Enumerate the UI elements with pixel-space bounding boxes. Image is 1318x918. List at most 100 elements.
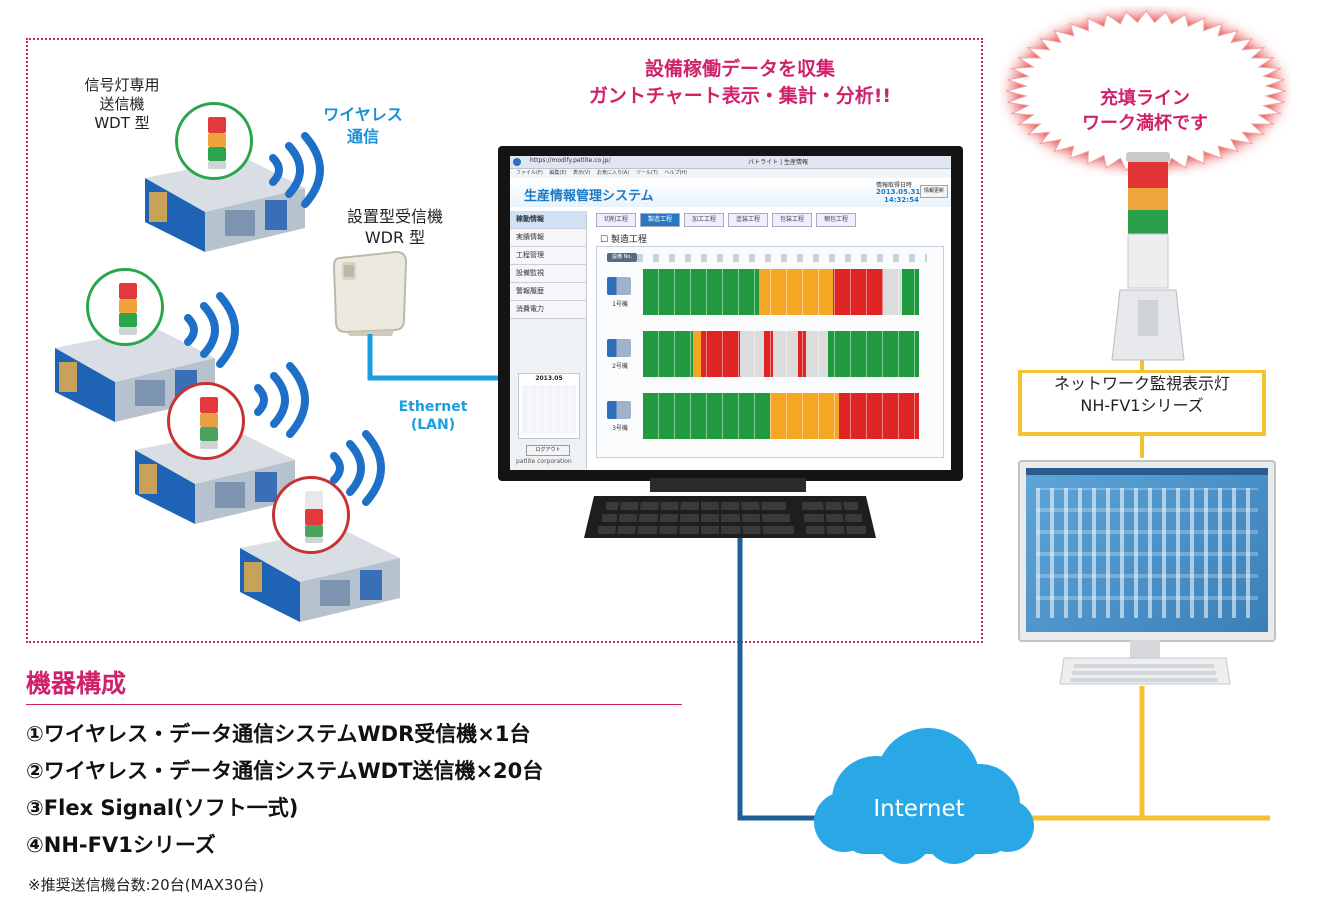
sidebar-item-power[interactable]: 消費電力 xyxy=(510,301,586,319)
transmitter-label-line1: 信号灯専用 xyxy=(84,76,160,94)
checkbox-icon[interactable]: ☐ xyxy=(600,235,609,245)
sidebar-item-monitoring[interactable]: 設備監視 xyxy=(510,265,586,283)
axis-label: 設備 No. xyxy=(607,253,637,262)
top-caption-line1: 設備稼働データを収集 xyxy=(644,58,835,80)
browser-address-bar[interactable]: https://modify.patlite.co.jp/ パトライト | 生産… xyxy=(510,156,951,169)
wireless-wave-icon xyxy=(269,132,324,208)
gantt-gridlines xyxy=(643,331,919,377)
app-window: https://modify.patlite.co.jp/ パトライト | 生産… xyxy=(510,156,951,470)
tower-circle-1 xyxy=(175,102,253,180)
sidebar-item-process[interactable]: 工程管理 xyxy=(510,247,586,265)
machine-name: 3号機 xyxy=(612,425,628,432)
receiver-label-line1: 設置型受信機 xyxy=(346,207,443,226)
gantt-segment-gray xyxy=(739,331,765,377)
tab-cutting[interactable]: 切削工程 xyxy=(596,213,636,227)
browser-url[interactable]: https://modify.patlite.co.jp/ xyxy=(530,157,611,164)
gantt-time-ticks xyxy=(637,254,927,262)
equipment-item-3: ③Flex Signal(ソフト一式) xyxy=(26,796,299,820)
monitor-2 xyxy=(1018,460,1276,642)
gantt-segment-green xyxy=(643,393,770,439)
nh-label: ネットワーク監視表示灯 NH-FV1シリーズ xyxy=(1022,373,1262,417)
nh-fv1-tower xyxy=(1111,152,1185,361)
receiver-label: 設置型受信機 WDR 型 xyxy=(330,206,460,248)
calendar-month: 2013.05 xyxy=(535,375,563,382)
gantt-segment-red xyxy=(764,331,773,377)
monitor-2-titlebar xyxy=(1026,468,1268,475)
transmitter-label-line2: 送信機 xyxy=(99,95,145,113)
tab-processing[interactable]: 加工工程 xyxy=(684,213,724,227)
wireless-label: ワイヤレス 通信 xyxy=(308,104,418,148)
equipment-divider xyxy=(26,704,682,705)
calendar[interactable]: 2013.05 xyxy=(518,373,580,439)
menu-tools[interactable]: ツール(T) xyxy=(635,170,658,176)
equipment-item-1: ①ワイヤレス・データ通信システムWDR受信機×1台 xyxy=(26,722,531,746)
gantt-bar[interactable] xyxy=(643,269,919,315)
tower-circle-2 xyxy=(86,268,164,346)
machine-icon xyxy=(607,401,631,419)
tab-manufacturing[interactable]: 製造工程 xyxy=(640,213,680,227)
gantt-segment-green xyxy=(643,331,693,377)
ethernet-label: Ethernet (LAN) xyxy=(388,398,478,434)
gantt-segment-red xyxy=(797,331,806,377)
sidebar-item-operation[interactable]: 稼動情報 xyxy=(510,211,586,229)
tab-painting[interactable]: 塗装工程 xyxy=(728,213,768,227)
menu-file[interactable]: ファイル(F) xyxy=(516,170,543,176)
ethernet-line xyxy=(367,334,500,381)
sidebar: 稼動情報 実績情報 工程管理 設備監視 警報履歴 消費電力 2013.05 ログ… xyxy=(510,211,587,470)
gantt-segment-red xyxy=(700,331,740,377)
browser-tab[interactable]: パトライト | 生産情報 xyxy=(748,159,809,166)
app-title: 生産情報管理システム xyxy=(524,189,654,204)
gantt-bar[interactable] xyxy=(643,331,919,377)
top-caption: 設備稼働データを収集 ガントチャート表示・集計・分析!! xyxy=(520,56,960,110)
menu-help[interactable]: ヘルプ(H) xyxy=(664,170,688,176)
monitor-2-lamp-map xyxy=(1036,488,1258,618)
top-caption-line2: ガントチャート表示・集計・分析!! xyxy=(588,85,892,107)
transmitter-label: 信号灯専用 送信機 WDT 型 xyxy=(62,76,182,133)
gantt-segment-gray xyxy=(883,269,903,315)
nh-label-line2: NH-FV1シリーズ xyxy=(1080,396,1204,415)
gantt-segment-green xyxy=(643,269,759,315)
sidebar-item-alarm-history[interactable]: 警報履歴 xyxy=(510,283,586,301)
machine-2 xyxy=(55,328,215,422)
monitor-2-screen xyxy=(1026,468,1268,632)
alert-burst xyxy=(1005,10,1287,172)
section-title-text: 製造工程 xyxy=(610,235,647,245)
equipment-item-2: ②ワイヤレス・データ通信システムWDT送信機×20台 xyxy=(26,759,544,783)
info-label: 情報取得日時 xyxy=(876,182,913,189)
tab-packaging[interactable]: 包装工程 xyxy=(772,213,812,227)
calendar-grid[interactable] xyxy=(522,385,576,433)
gantt-segment-gray xyxy=(805,331,828,377)
gantt-segment-orange xyxy=(692,331,701,377)
machine-1 xyxy=(145,158,305,252)
tower-circle-3 xyxy=(167,382,245,460)
refresh-button[interactable]: 情報更新 xyxy=(920,185,948,198)
info-date: 2013.05.31 xyxy=(876,188,921,196)
menu-edit[interactable]: 編集(E) xyxy=(549,170,567,176)
menu-view[interactable]: 表示(V) xyxy=(573,170,591,176)
back-icon[interactable] xyxy=(513,158,521,166)
factory-region-border xyxy=(26,38,983,643)
tab-crating[interactable]: 梱包工程 xyxy=(816,213,856,227)
ethernet-label-line2: (LAN) xyxy=(410,417,456,433)
app-header: 生産情報管理システム 情報取得日時 2013.05.31 14:32:54 情報… xyxy=(510,179,951,207)
logout-button[interactable]: ログアウト xyxy=(526,445,570,456)
menu-favorites[interactable]: お気に入り(A) xyxy=(596,170,630,176)
machine-4 xyxy=(240,528,400,622)
process-tabs: 切削工程 製造工程 加工工程 塗装工程 包装工程 梱包工程 xyxy=(594,211,946,227)
gantt-bar[interactable] xyxy=(643,393,919,439)
internet-label: Internet xyxy=(873,796,965,822)
wdr-receiver-device xyxy=(332,250,408,336)
internet-cloud xyxy=(814,728,1034,864)
wireless-wave-icon xyxy=(184,292,239,368)
gantt-segment-red xyxy=(833,269,884,315)
receiver-label-line2: WDR 型 xyxy=(364,228,426,247)
wireless-wave-icon xyxy=(254,362,309,438)
equipment-note: ※推奨送信機台数:20台(MAX30台) xyxy=(28,876,264,894)
sidebar-item-results[interactable]: 実績情報 xyxy=(510,229,586,247)
monitor-2-stand xyxy=(1059,640,1231,685)
machine-name: 2号機 xyxy=(612,363,628,370)
equipment-heading: 機器構成 xyxy=(26,669,127,698)
transmitter-label-line3: WDT 型 xyxy=(94,114,150,132)
